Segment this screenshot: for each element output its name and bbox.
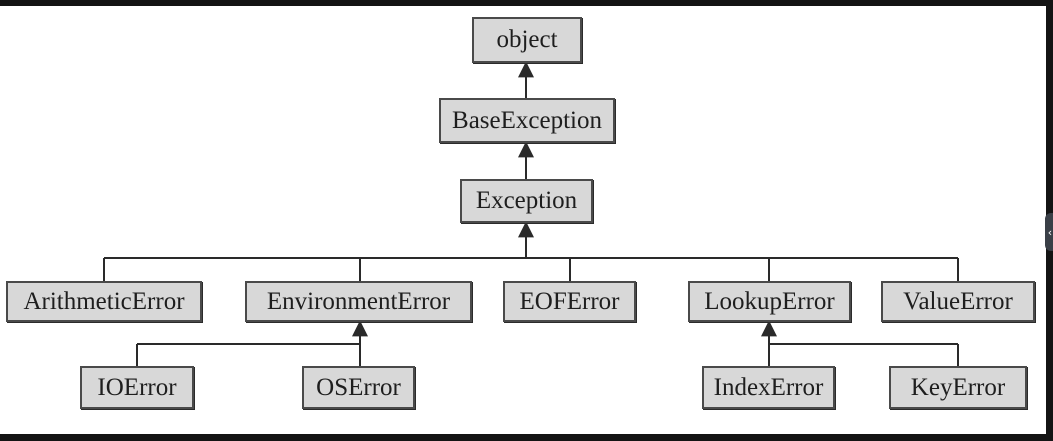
chevron-left-icon: ‹	[1047, 225, 1053, 239]
node-keyerror: KeyError	[889, 366, 1027, 409]
node-oserror: OSError	[302, 366, 415, 409]
node-object: object	[472, 17, 582, 63]
node-lookuperror: LookupError	[688, 281, 851, 322]
node-ioerror: IOError	[80, 366, 194, 409]
node-arithmeticerror: ArithmeticError	[6, 281, 202, 322]
inheritance-edges	[103, 61, 959, 366]
side-panel-toggle[interactable]: ‹	[1045, 213, 1053, 251]
diagram-canvas: object BaseException Exception Arithmeti…	[0, 6, 1046, 434]
node-eoferror: EOFError	[503, 281, 636, 322]
node-indexerror: IndexError	[702, 366, 835, 409]
node-exception: Exception	[460, 179, 593, 223]
node-environmenterror: EnvironmentError	[245, 281, 472, 322]
node-valueerror: ValueError	[881, 281, 1035, 322]
node-baseexception: BaseException	[439, 98, 615, 143]
